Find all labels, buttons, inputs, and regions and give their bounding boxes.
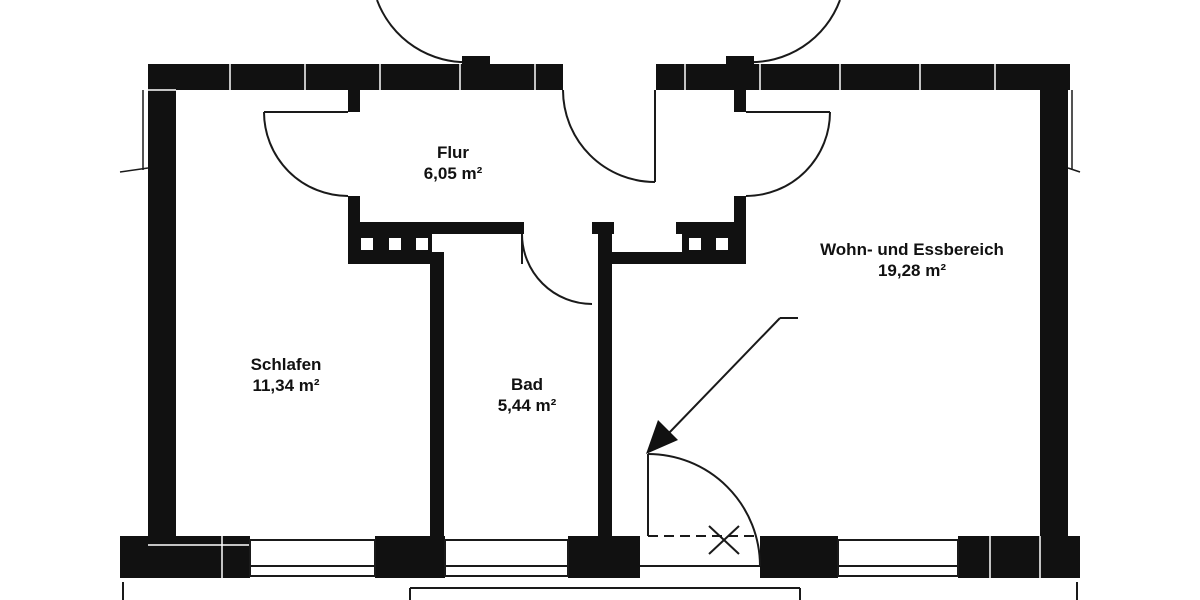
room-area: 19,28 m² — [877, 261, 947, 280]
side-windows — [119, 90, 1081, 173]
wall-bad-wohn — [598, 222, 612, 538]
wall-bottom-3 — [568, 536, 640, 578]
room-area: 5,44 m² — [497, 396, 557, 415]
room-name: Bad — [510, 375, 544, 394]
wall-bottom-4 — [760, 536, 838, 578]
room-label-flur: Flur 6,05 m² — [424, 142, 483, 184]
entrance-arrow — [646, 317, 798, 454]
outer-walls — [120, 64, 1080, 578]
room-label-wohn: Wohn- und Essbereich 19,28 m² — [820, 239, 1004, 281]
top-door-swings — [376, 0, 841, 64]
door-swing-top-left — [376, 0, 473, 64]
interior-walls — [348, 90, 746, 538]
wall-bottom-5 — [958, 536, 1080, 578]
wall-right — [1040, 64, 1068, 544]
wall-top-left — [148, 64, 563, 90]
room-name: Wohn- und Essbereich — [820, 240, 1004, 259]
room-name: Schlafen — [250, 355, 322, 374]
room-label-bad: Bad 5,44 m² — [498, 374, 557, 416]
wall-bottom-2 — [375, 536, 445, 578]
duct-blocks — [356, 234, 738, 254]
wall-seams — [148, 64, 1041, 578]
door-swing-top-right — [744, 0, 841, 64]
room-name: Flur — [436, 143, 470, 162]
bottom-windows — [122, 539, 1078, 600]
wall-top-right — [656, 64, 1070, 90]
wall-schlafen-bad — [430, 252, 444, 538]
wall-left — [148, 64, 176, 544]
interior-door-swings — [263, 89, 831, 567]
wall-bottom-1 — [120, 536, 250, 578]
room-label-schlafen: Schlafen 11,34 m² — [251, 354, 322, 396]
room-area: 6,05 m² — [423, 164, 483, 183]
room-area: 11,34 m² — [252, 376, 320, 395]
arrow-head — [646, 420, 678, 454]
top-piers — [462, 56, 754, 90]
